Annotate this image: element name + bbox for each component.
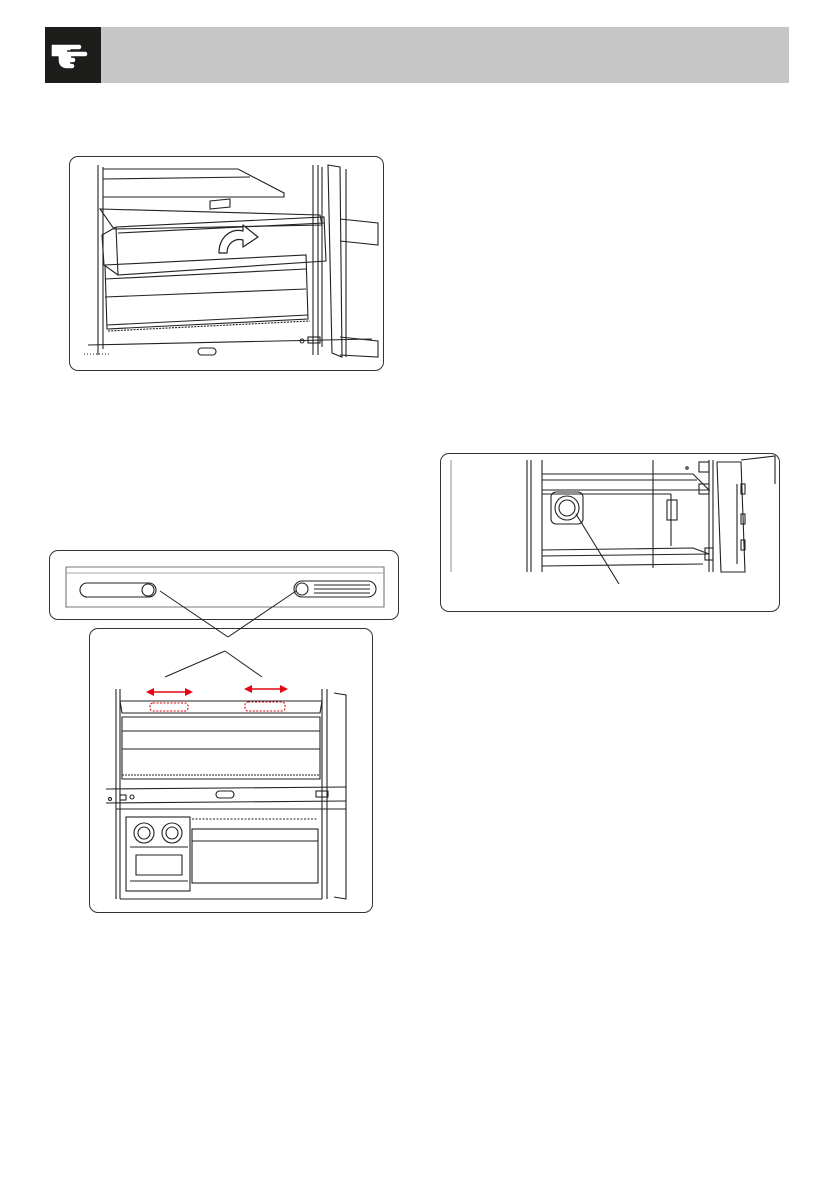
header-icon-box	[45, 27, 101, 83]
figure-vent-detail	[49, 550, 399, 620]
pointing-hand-icon	[45, 27, 101, 83]
rotate-arrow-icon	[215, 223, 261, 257]
header-bar	[45, 27, 789, 83]
figure-vent-location	[89, 628, 373, 913]
figure-filter	[440, 453, 780, 612]
airflow-arrows	[90, 629, 372, 912]
figure-drawer-removal	[69, 156, 384, 371]
